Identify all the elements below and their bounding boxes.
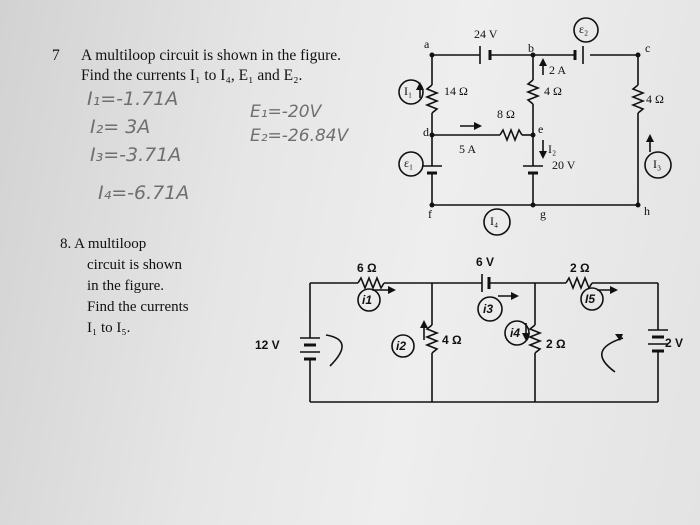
current-i4-label: I₄ <box>490 214 499 228</box>
emf-6v-label: 6 V <box>476 255 495 269</box>
current-i2-label: I₂ <box>548 142 557 156</box>
node-d-label: d <box>423 125 429 139</box>
node-h-label: h <box>644 204 650 218</box>
node-g-label: g <box>540 207 546 221</box>
answer-i4: I₄=-6.71A <box>98 182 190 204</box>
resistor-4-ohm-label: 4 Ω <box>442 333 462 347</box>
problem-7-line-2: Find the currents I₁ to I₄, E₁ and E₂. <box>81 67 303 84</box>
resistor-4-ohm-mid-label: 4 Ω <box>544 84 562 98</box>
loop-i4-label: i4 <box>510 326 521 340</box>
current-i1-label: I₁ <box>404 84 413 98</box>
problem-8-line-5: I₁ to I₅. <box>87 320 131 336</box>
resistor-2-ohm-top-label: 2 Ω <box>570 261 590 275</box>
node-f-label: f <box>428 207 432 221</box>
loop-i1-label: i1 <box>362 293 373 307</box>
current-5a-label: 5 A <box>459 142 477 156</box>
answer-i2: I₂= 3A <box>90 116 151 138</box>
node-a-label: a <box>424 37 430 51</box>
answer-e1: E₁=-20V <box>250 102 322 122</box>
problem-7-line-1: A multiloop circuit is shown in the figu… <box>81 47 342 64</box>
resistor-4-ohm-right-label: 4 Ω <box>646 92 664 106</box>
answer-i1: I₁=-1.71A <box>87 88 179 110</box>
emf-24v-label: 24 V <box>474 27 498 41</box>
resistor-6-ohm-label: 6 Ω <box>357 261 377 275</box>
loop-i5-label: I5 <box>585 292 596 306</box>
emf-e1-label: ε₁ <box>404 156 414 170</box>
emf-12v-label: 12 V <box>255 338 280 352</box>
problem-8-line-1: 8. A multiloop <box>60 236 147 252</box>
loop-i3-label: i3 <box>483 302 494 316</box>
node-c-label: c <box>645 41 651 55</box>
answer-e2: E₂=-26.84V <box>250 126 349 146</box>
node-e-label: e <box>538 122 544 136</box>
emf-2v-label: 2 V <box>665 336 684 350</box>
current-i3-label: I₃ <box>653 157 662 171</box>
answer-i3: I₃=-3.71A <box>90 144 182 166</box>
resistor-14-ohm-label: 14 Ω <box>444 84 468 98</box>
loop-i2-label: i2 <box>396 339 407 353</box>
current-2a-label: 2 A <box>549 63 567 77</box>
node-b-label: b <box>528 41 534 55</box>
emf-20v-label: 20 V <box>552 158 576 172</box>
resistor-8-ohm-label: 8 Ω <box>497 107 515 121</box>
emf-e2-label: ε₂ <box>579 22 589 36</box>
problem-8-line-2: circuit is shown <box>87 257 182 273</box>
problem-7-number: 7 <box>52 47 60 64</box>
resistor-2-ohm-mid-label: 2 Ω <box>546 337 566 351</box>
problem-8-line-4: Find the currents <box>87 299 189 315</box>
problem-8-line-3: in the figure. <box>87 278 165 294</box>
